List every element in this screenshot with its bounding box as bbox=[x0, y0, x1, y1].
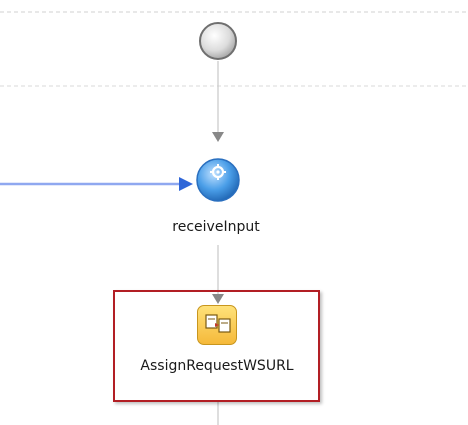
assign-activity-label: AssignRequestWSURL bbox=[140, 358, 294, 374]
sequence-arrow-2 bbox=[212, 294, 224, 304]
receive-activity-label: receiveInput bbox=[172, 219, 260, 235]
partner-link-arrow bbox=[179, 177, 193, 191]
assign-selection-box[interactable] bbox=[113, 290, 320, 402]
gear-icon bbox=[210, 164, 226, 180]
assign-icon[interactable] bbox=[197, 305, 237, 345]
start-event[interactable] bbox=[199, 22, 237, 60]
sequence-arrow-1 bbox=[212, 132, 224, 142]
